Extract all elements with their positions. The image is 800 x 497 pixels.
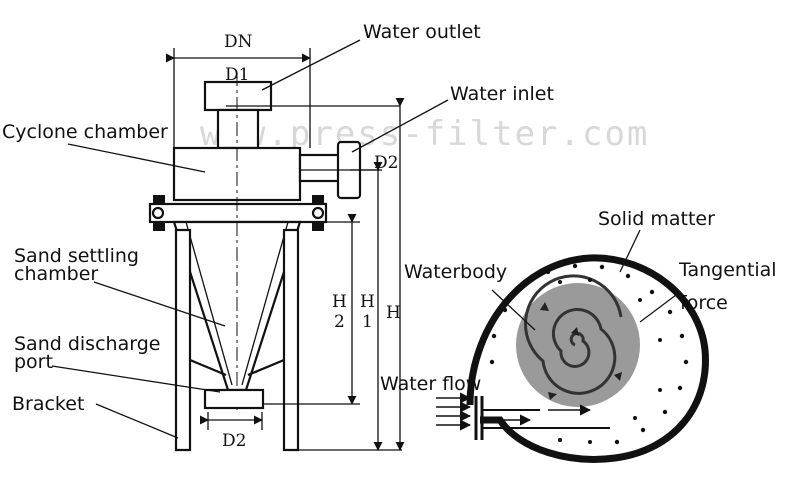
label-sand-discharge-2: port [14,351,53,373]
dim-h1-sub: 1 [362,312,373,332]
solid-matter-dots [489,263,689,445]
label-water-flow: Water flow [380,373,481,395]
dim-dn: DN [224,32,253,52]
label-sand-settling-1: Sand settling [14,245,139,267]
dim-h2-letter: H [332,292,347,312]
label-solid-matter: Solid matter [598,208,715,230]
label-bracket: Bracket [12,393,84,415]
waterbody-disc [516,283,640,407]
dim-h: H [386,303,401,323]
label-sand-settling-2: chamber [14,263,98,285]
sand-discharge-port [203,388,265,410]
label-waterbody: Waterbody [404,261,507,283]
bracket-right-leg [282,228,300,452]
dim-d1: D1 [225,65,249,85]
label-tangential-2: force [680,292,728,314]
spiral-flow-diagram [436,254,709,463]
water-flow-arrows [436,392,592,431]
separator-body: D1 DN D2 D2 H 2 H 1 H [148,32,405,452]
label-sand-discharge-1: Sand discharge [14,333,160,355]
main-flange [148,202,328,224]
inlet-pipe [298,153,342,183]
label-water-outlet: Water outlet [363,21,481,43]
bracket-left-leg [174,228,192,452]
label-cyclone-chamber: Cyclone chamber [2,121,168,143]
outlet-pipe [216,108,260,150]
label-tangential-1: Tangential [678,259,777,281]
dim-h2-sub: 2 [334,312,345,332]
label-water-inlet: Water inlet [450,83,554,105]
dim-d2-bottom: D2 [222,431,246,451]
dim-h1-letter: H [360,292,375,312]
